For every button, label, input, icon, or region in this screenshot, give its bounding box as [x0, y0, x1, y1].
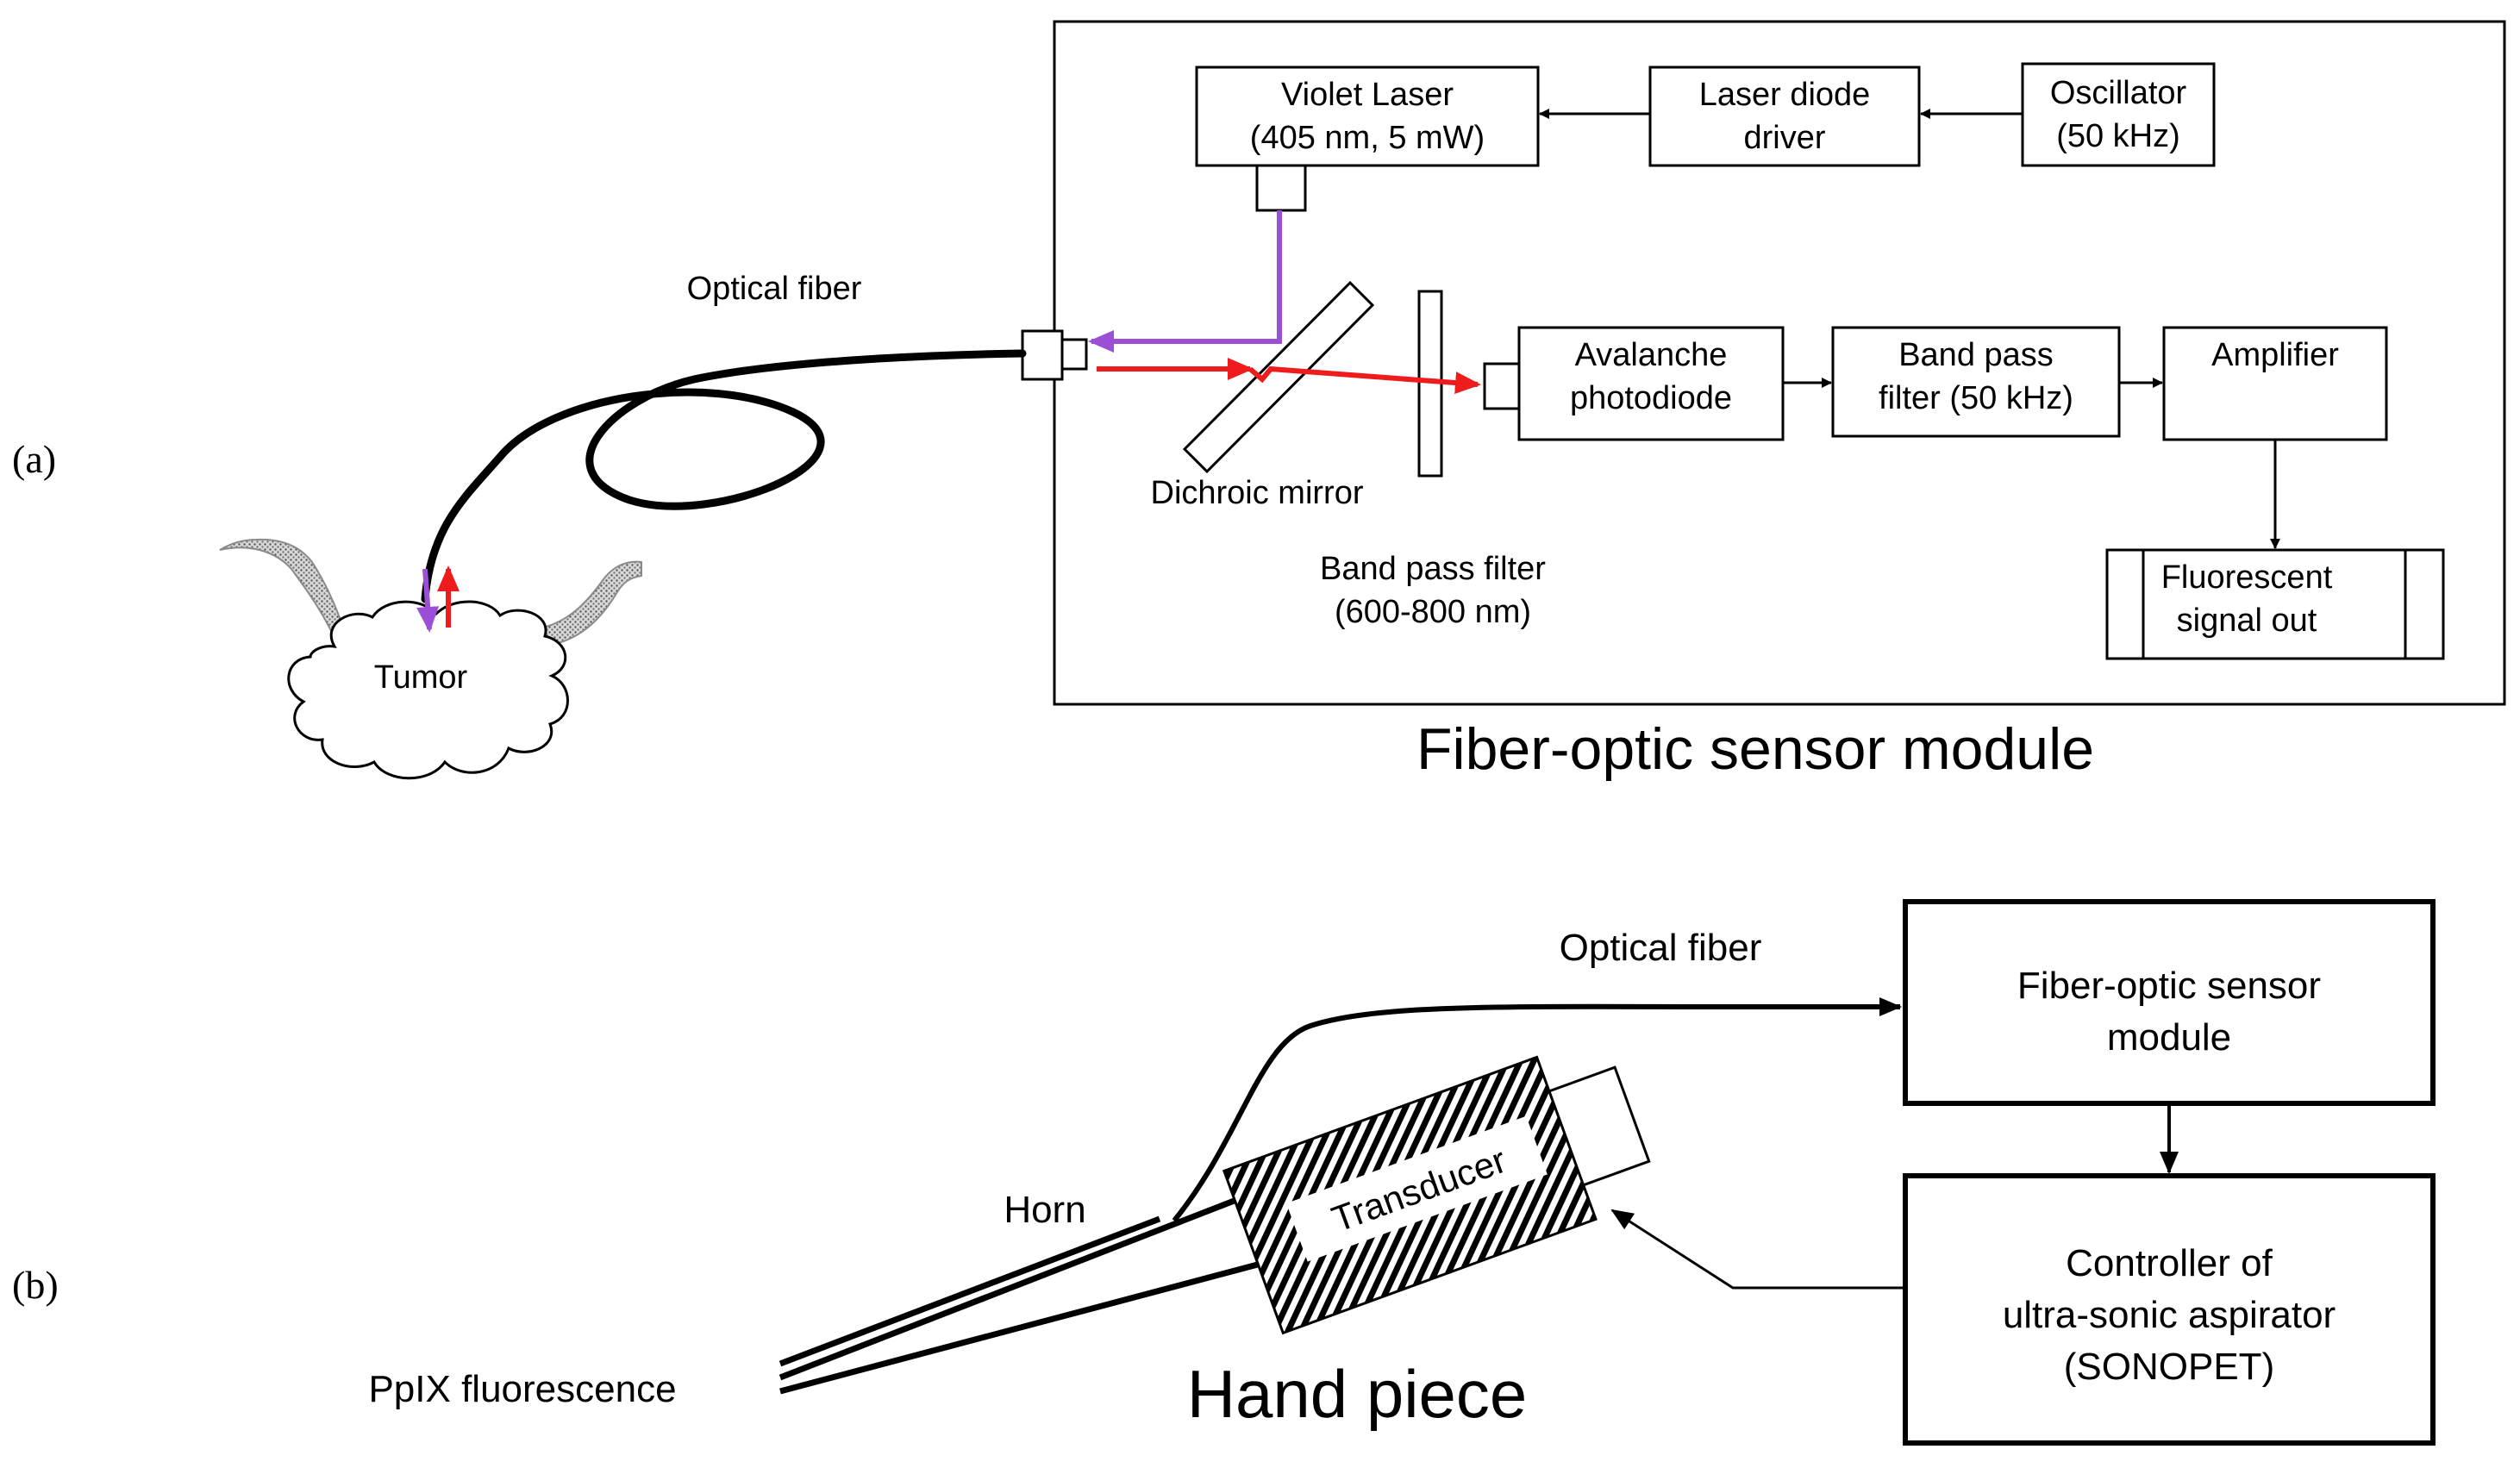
avalanche-photodiode-line2: photodiode — [1570, 380, 1732, 416]
sensor-module-box-b — [1903, 899, 2436, 1106]
panel-label-b: (b) — [12, 1263, 59, 1307]
fluorescent-signal-out-box — [2105, 548, 2445, 660]
fiber-connector-outer — [1021, 329, 1064, 381]
avalanche-photodiode-box — [1517, 326, 1785, 441]
sensor-module-line2: module — [2107, 1016, 2231, 1059]
optical-fiber-label-b: Optical fiber — [1560, 927, 1762, 969]
optical-fiber-label-a: Optical fiber — [687, 271, 862, 307]
controller-box — [1903, 1173, 2436, 1446]
fluorescent-signal-out-line1: Fluorescent — [2161, 559, 2333, 596]
optical-fiber-cable — [421, 349, 1027, 603]
hand-piece-label: Hand piece — [1187, 1356, 1528, 1432]
horn-line-middle — [779, 1184, 1269, 1381]
oscillator-box — [2021, 62, 2216, 167]
tumor-label: Tumor — [374, 659, 468, 696]
horn-line-top — [779, 1215, 1161, 1367]
band-pass-filter-50khz-line2: filter (50 kHz) — [1879, 380, 2073, 416]
laser-diode-driver-line1: Laser diode — [1699, 77, 1871, 113]
transducer: Transducer — [1222, 1055, 1651, 1335]
fluorescent-signal-out-line2: signal out — [2177, 603, 2317, 639]
panel-b: Fiber-optic sensor module Controller of … — [368, 899, 2436, 1446]
laser-diode-driver-line2: driver — [1743, 120, 1825, 156]
optical-band-pass-filter-line1: Band pass filter — [1320, 551, 1546, 587]
horn-line-bottom — [779, 1259, 1268, 1395]
violet-laser-box — [1195, 66, 1540, 167]
violet-excitation-beam — [1088, 210, 1282, 353]
amplifier-box — [2162, 326, 2388, 441]
dichroic-mirror-label: Dichroic mirror — [1151, 475, 1364, 511]
transducer-label-plate — [1286, 1115, 1548, 1262]
tumor-violet-arrow — [416, 568, 440, 633]
oscillator-line2: (50 kHz) — [2056, 118, 2180, 154]
tissue-left — [219, 538, 348, 639]
panel-label-a: (a) — [12, 437, 56, 481]
module-title: Fiber-optic sensor module — [1416, 716, 2094, 782]
amplifier-label: Amplifier — [2211, 337, 2339, 373]
tumor-cloud — [287, 600, 569, 780]
tissue-right — [541, 560, 642, 647]
controller-line2: ultra-sonic aspirator — [2003, 1294, 2336, 1336]
arrow-controller-to-transducer — [1610, 1209, 1905, 1290]
laser-output-port — [1255, 164, 1307, 212]
violet-laser-label-line1: Violet Laser — [1281, 77, 1454, 113]
laser-diode-driver-box — [1648, 66, 1921, 167]
band-pass-filter-50khz-line1: Band pass — [1898, 337, 2054, 373]
violet-laser-label-line2: (405 nm, 5 mW) — [1250, 120, 1485, 156]
fiber-connector-inner — [1060, 338, 1088, 371]
photodiode-input-port — [1483, 362, 1521, 410]
horn-label: Horn — [1004, 1189, 1085, 1231]
panel-a: Fiber-optic sensor module Violet Laser (… — [219, 20, 2506, 782]
ppix-fluorescence-label: PpIX fluorescence — [368, 1368, 676, 1410]
avalanche-photodiode-line1: Avalanche — [1575, 337, 1728, 373]
red-fluorescence-beam-out — [1248, 365, 1481, 395]
controller-line1: Controller of — [2066, 1242, 2273, 1284]
sensor-module-line1: Fiber-optic sensor — [2017, 965, 2321, 1007]
optical-fiber-cable-b — [1172, 997, 1902, 1222]
oscillator-line1: Oscillator — [2050, 75, 2187, 111]
band-pass-filter-50khz-box — [1831, 326, 2121, 438]
dichroic-mirror — [1182, 280, 1375, 474]
controller-line3: (SONOPET) — [2064, 1346, 2274, 1388]
optical-band-pass-filter-line2: (600-800 nm) — [1335, 594, 1531, 630]
